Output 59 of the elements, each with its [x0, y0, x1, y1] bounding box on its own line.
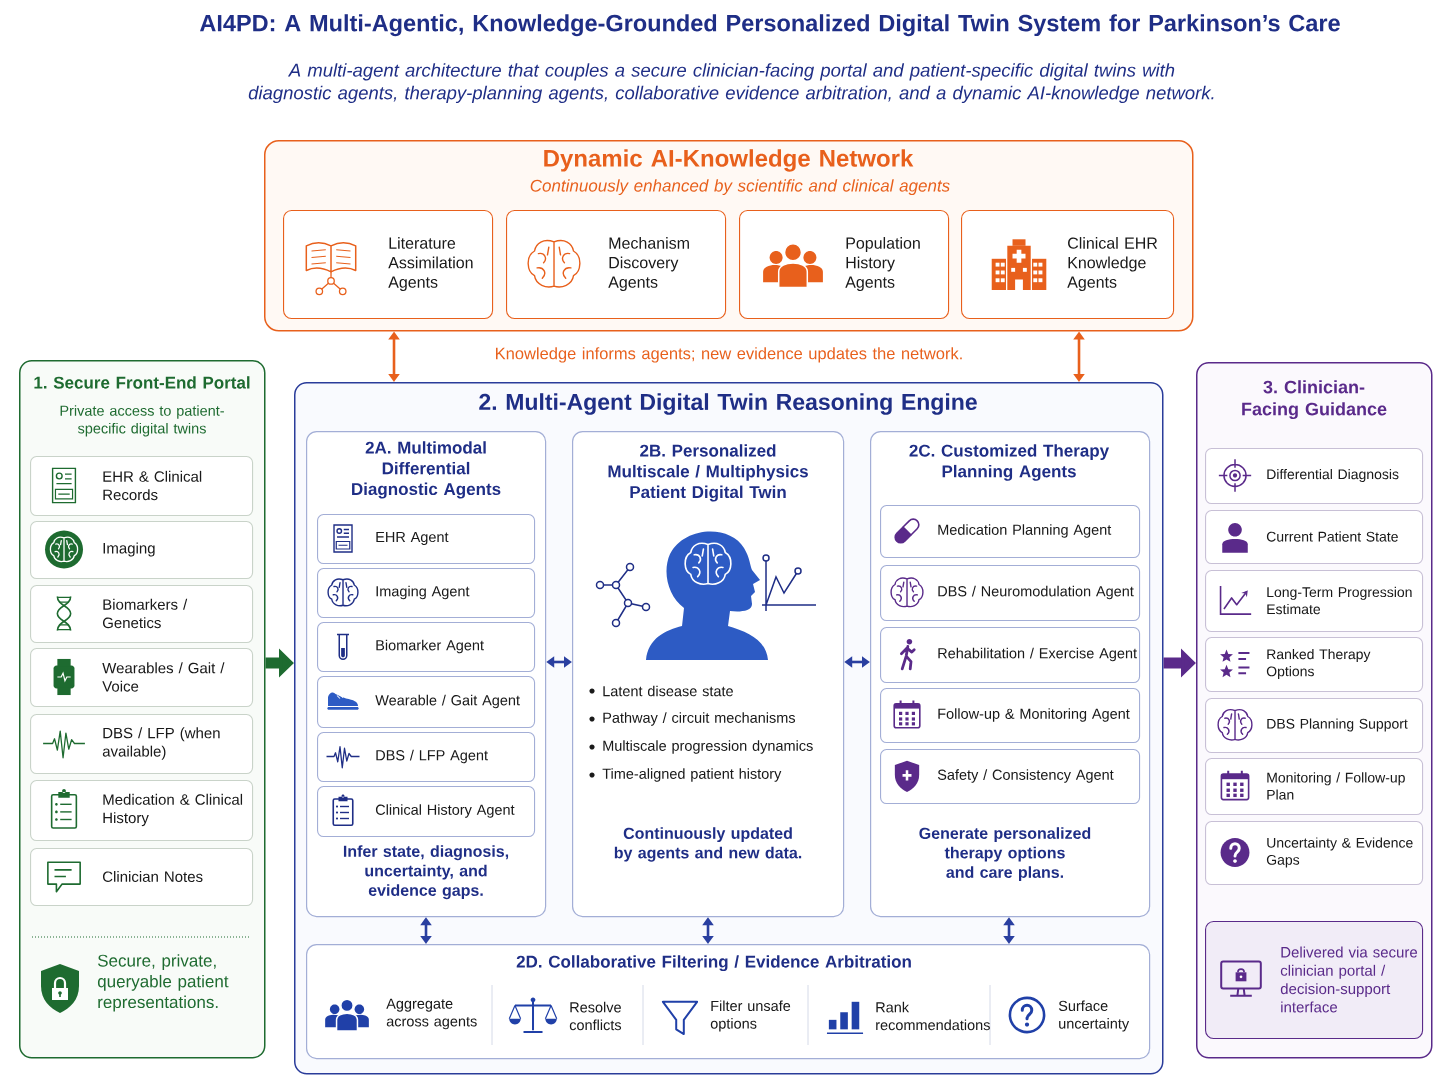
panel-title: 2. Multi-Agent Digital Twin Reasoning Engine — [479, 393, 977, 415]
guidance-card: Uncertainty & Evidence Gaps — [1205, 821, 1424, 886]
agent-card: Medication Planning Agent — [880, 505, 1141, 559]
panel-title: 2A. Multimodal Differential Diagnostic Agents — [352, 441, 501, 499]
agent-card: Rehabilitation / Exercise Agent — [880, 627, 1141, 684]
step-label: Surface uncertainty — [1058, 1000, 1130, 1032]
agent-card: Imaging Agent — [317, 568, 536, 619]
step-label: Resolve conflicts — [569, 1001, 622, 1031]
panel-subtitle: Private access to patient-specific digital twins — [60, 405, 224, 437]
panel-note: Infer state, diagnosis, uncertainty, and evidence gaps. — [343, 845, 509, 900]
agent-card: DBS / LFP Agent — [317, 732, 536, 783]
agent-card: Literature Assimilation Agents — [283, 210, 494, 320]
panel-title: 1. Secure Front-End Portal — [34, 376, 250, 389]
guidance-card: Monitoring / Follow-up Plan — [1205, 758, 1424, 816]
data-source-card: EHR & Clinical Records — [30, 456, 254, 517]
data-source-card: Medication & Clinical History — [30, 780, 254, 842]
subtitle: A multi-agent architecture that couples a secure clinician-facing portal and patient-specific digital twins with diagnostic agents, therapy-planning agents, collaborative evidence arbitration, and a dynamic AI-knowledge network. — [248, 63, 1214, 104]
title: AI4PD: A Multi-Agentic, Knowledge-Grounded Personalized Digital Twin System for Parkinson’s Care — [200, 14, 1340, 37]
guidance-card: DBS Planning Support — [1205, 698, 1424, 754]
double-arrow — [702, 917, 714, 944]
double-arrow — [1003, 917, 1015, 944]
data-source-card: DBS / LFP (when available) — [30, 714, 254, 775]
agent-card: Population History Agents — [739, 210, 950, 320]
panel-title: 2B. Personalized Multiscale / Multiphysics Patient Digital Twin — [608, 444, 808, 502]
step-label: Aggregate across agents — [386, 998, 477, 1030]
data-source-card: Imaging — [30, 521, 254, 580]
step-label: Rank recommendations — [876, 1001, 990, 1031]
panel-title: 2D. Collaborative Filtering / Evidence Arbitration — [516, 955, 911, 972]
bullet-item: Pathway / circuit mechanisms — [589, 712, 796, 726]
guidance-card: Long-Term Progression Estimate — [1205, 570, 1424, 633]
agent-card: EHR Agent — [317, 514, 536, 565]
agent-card: Wearable / Gait Agent — [317, 676, 536, 729]
data-source-card: Wearables / Gait / Voice — [30, 648, 254, 708]
agent-card: Follow-up & Monitoring Agent — [880, 688, 1141, 744]
data-source-card: Clinician Notes — [30, 848, 254, 907]
agent-card: Safety / Consistency Agent — [880, 749, 1141, 805]
panel-title: 2C. Customized Therapy Planning Agents — [909, 444, 1110, 481]
guidance-card: Differential Diagnosis — [1205, 448, 1424, 505]
data-source-card: Biomarkers / Genetics — [30, 585, 254, 644]
double-arrow — [420, 917, 432, 944]
panel-note: Generate personalized therapy options and care plans. — [919, 827, 1091, 882]
panel-note: Secure, private, queryable patient representations. — [97, 954, 229, 1012]
panel-subtitle: Continuously enhanced by scientific and clinical agents — [530, 179, 950, 196]
delivery-card: Delivered via secure clinician portal / decision-support interface — [1205, 921, 1424, 1040]
agent-card: Clinical EHR Knowledge Agents — [961, 210, 1175, 320]
step-label: Filter unsafe options — [710, 1000, 791, 1032]
arrow-caption: Knowledge informs agents; new evidence updates the network. — [496, 347, 962, 363]
panel-note: Continuously updated by agents and new data. — [614, 827, 802, 862]
agent-card: Clinical History Agent — [317, 786, 536, 838]
bullet-item: Time-aligned patient history — [589, 768, 782, 782]
agent-card: Biomarker Agent — [317, 622, 536, 673]
agent-card: Mechanism Discovery Agents — [506, 210, 727, 320]
panel-title: 3. Clinician-Facing Guidance — [1242, 380, 1387, 420]
bullet-item: Latent disease state — [589, 685, 733, 697]
panel-title: Dynamic AI-Knowledge Network — [544, 149, 914, 172]
bullet-item: Multiscale progression dynamics — [589, 740, 813, 754]
agent-card: DBS / Neuromodulation Agent — [880, 565, 1141, 622]
guidance-card: Current Patient State — [1205, 510, 1424, 565]
guidance-card: Ranked Therapy Options — [1205, 637, 1424, 693]
